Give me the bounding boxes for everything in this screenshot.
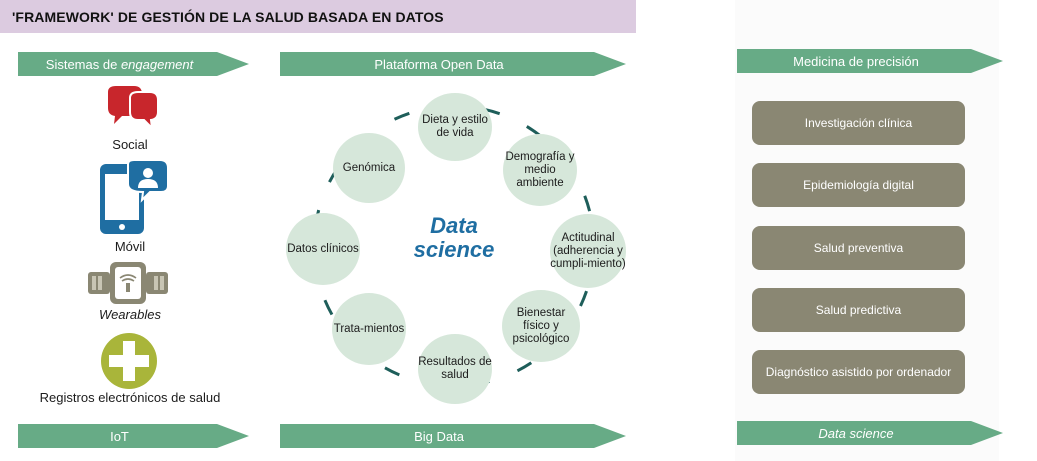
big-data-footer-label: Big Data: [414, 428, 464, 444]
title-bar: 'FRAMEWORK' DE GESTIÓN DE LA SALUD BASAD…: [0, 0, 636, 33]
node-tratamientos: Trata-mientos: [332, 293, 406, 365]
node-resultados: Resultados de salud: [418, 334, 492, 404]
big-data-footer-arrow: Big Data: [280, 424, 626, 448]
box-salud-predictiva: Salud predictiva: [752, 288, 965, 332]
node-demografia: Demografía y medio ambiente: [503, 134, 577, 206]
engagement-header-arrow: Sistemas de engagement: [18, 52, 249, 76]
precision-medicine-header-arrow: Medicina de precisión: [737, 49, 1003, 73]
smartphone-icon: [100, 160, 169, 234]
node-genomica: Genómica: [333, 133, 405, 203]
data-science-footer-label: Data science: [818, 425, 894, 441]
open-data-header-arrow: Plataforma Open Data: [280, 52, 626, 76]
speech-bubbles-icon: [108, 86, 159, 131]
engagement-header-label: Sistemas de engagement: [46, 57, 221, 72]
box-investigacion-clinica: Investigación clínica: [752, 101, 965, 145]
box-diagnostico-asistido: Diagnóstico asistido por ordenador: [752, 350, 965, 394]
precision-medicine-header-label: Medicina de precisión: [793, 53, 919, 69]
box-salud-preventiva: Salud preventiva: [752, 226, 965, 270]
node-dieta: Dieta y estilo de vida: [418, 93, 492, 161]
plus-icon: [101, 333, 157, 389]
smartwatch-icon: [88, 262, 168, 304]
iot-footer-label: IoT: [110, 428, 129, 444]
wearables-label: Wearables: [99, 307, 161, 322]
engagement-header-italic: engagement: [120, 56, 194, 72]
node-actitudinal: Actitudinal (adherencia y cumpli-miento): [550, 214, 626, 288]
registros-label: Registros electrónicos de salud: [39, 390, 221, 405]
open-data-header-label: Plataforma Open Data: [374, 56, 504, 72]
page-title: 'FRAMEWORK' DE GESTIÓN DE LA SALUD BASAD…: [12, 8, 444, 25]
movil-label: Móvil: [114, 239, 146, 254]
data-science-line1: Data: [430, 213, 478, 238]
iot-footer-arrow: IoT: [18, 424, 249, 448]
engagement-header-prefix: Sistemas de: [45, 56, 121, 72]
data-science-line2: science: [413, 237, 495, 262]
data-science-center: Data science: [384, 214, 524, 262]
box-epidemiologia-digital: Epidemiología digital: [752, 163, 965, 207]
node-bienestar: Bienestar físico y psicológico: [502, 290, 580, 362]
social-label: Social: [112, 137, 148, 152]
data-science-footer-arrow: Data science: [737, 421, 1003, 445]
node-datos-clinicos: Datos clínicos: [286, 213, 360, 285]
